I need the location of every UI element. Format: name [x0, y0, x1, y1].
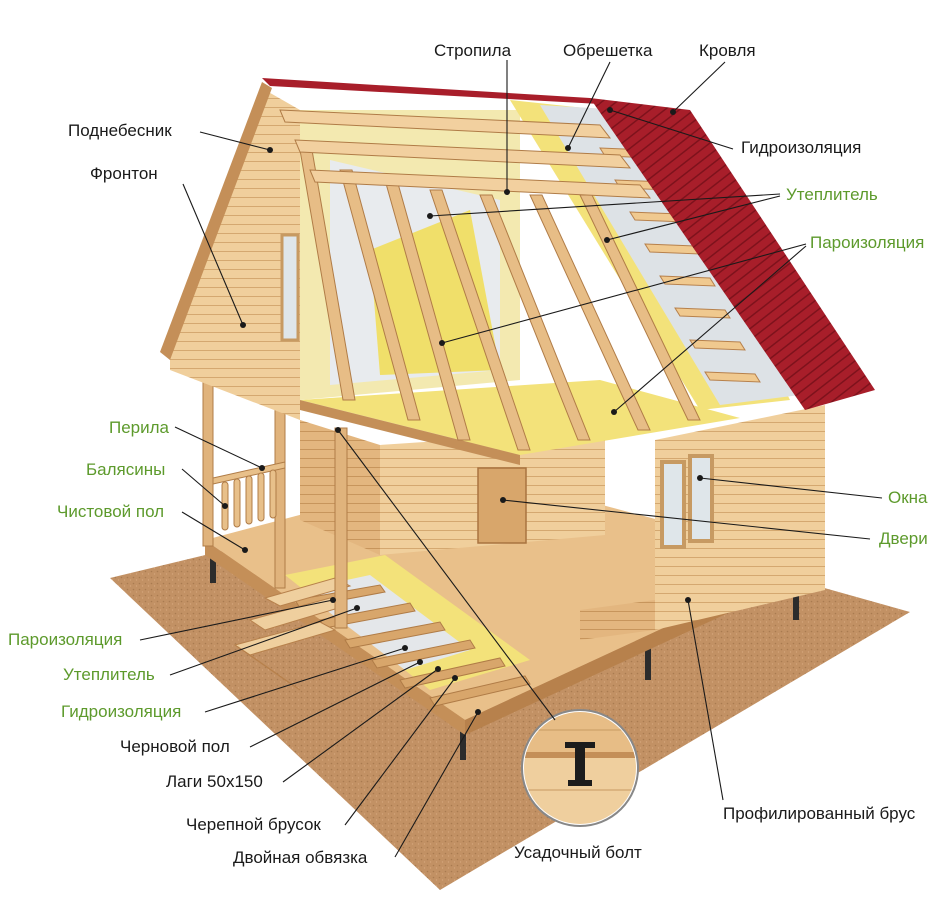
label-chistovoy-pol: Чистовой пол	[57, 502, 164, 522]
label-paroizolyaciya-bottom: Пароизоляция	[8, 630, 122, 650]
label-paroizolyaciya-top: Пароизоляция	[810, 233, 924, 253]
label-gidroizolyaciya-bottom: Гидроизоляция	[61, 702, 181, 722]
shrinkage-bolt	[575, 742, 585, 784]
roof-ridge-red	[262, 78, 600, 104]
label-dveri: Двери	[879, 529, 928, 549]
inner-door	[478, 468, 526, 543]
label-usadochny-bolt: Усадочный болт	[514, 843, 642, 863]
label-stropila: Стропила	[434, 41, 511, 61]
label-uteplitel-top: Утеплитель	[786, 185, 878, 205]
label-cherepnoy-brusok: Черепной брусок	[186, 815, 321, 835]
label-uteplitel-bottom: Утеплитель	[63, 665, 155, 685]
label-lagi: Лаги 50х150	[166, 772, 263, 792]
label-podnebesnik: Поднебесник	[68, 121, 172, 141]
label-fronton: Фронтон	[90, 164, 158, 184]
railing	[213, 462, 285, 530]
label-krovlya: Кровля	[699, 41, 756, 61]
label-okna: Окна	[888, 488, 928, 508]
label-dvoynaya-obvyazka: Двойная обвязка	[233, 848, 367, 868]
label-gidroizolyaciya-top: Гидроизоляция	[741, 138, 861, 158]
label-profilirovanny-brus: Профилированный брус	[723, 804, 915, 824]
label-chernovoy-pol: Черновой пол	[120, 737, 230, 757]
gable-window	[282, 235, 298, 340]
label-balyasiny: Балясины	[86, 460, 165, 480]
label-perila: Перила	[109, 418, 169, 438]
label-obreshetka: Обрешетка	[563, 41, 652, 61]
